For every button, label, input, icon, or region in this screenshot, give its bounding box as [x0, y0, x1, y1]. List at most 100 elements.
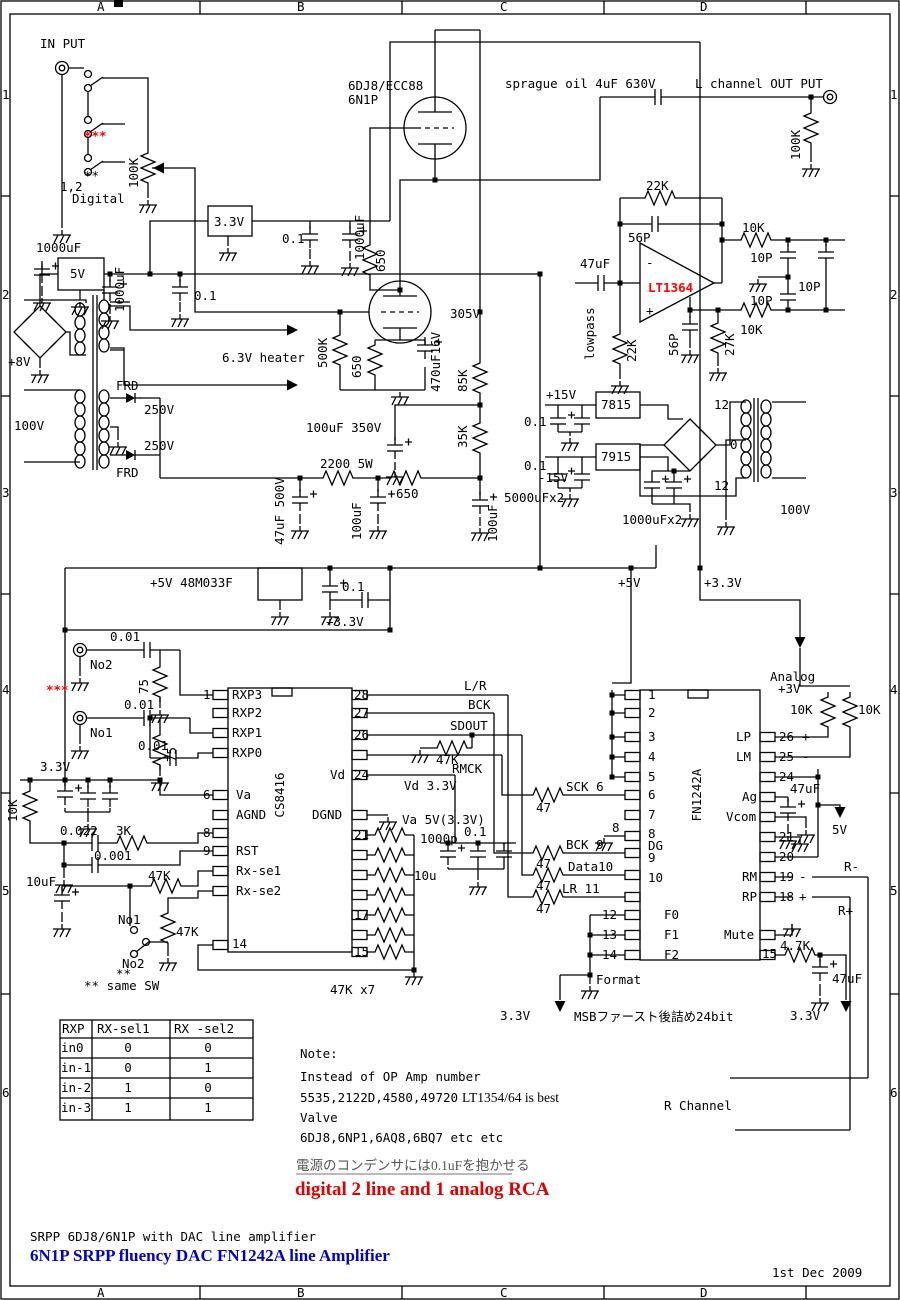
pin-num: 8: [648, 826, 656, 841]
label-analog: Analog: [770, 669, 815, 684]
cap-1000ufx2-b: [665, 473, 692, 497]
rca-input-jack: [54, 60, 70, 76]
psu-left-section: 1000uF 5V 1000uF 0.1 3.3V 0.1 1000uF +8V…: [8, 41, 700, 568]
cap-33v-a: [56, 782, 83, 806]
pin-num: 10: [648, 870, 663, 885]
pin-rxse2: Rx-se2: [236, 883, 281, 898]
label-1000uf: 1000uF: [352, 215, 367, 260]
frame-row: 2: [890, 287, 898, 302]
table-cell: 1: [124, 1100, 132, 1115]
sig-data10: Data10: [568, 859, 613, 874]
label-47: 47: [536, 856, 551, 871]
cap-33v-b: [79, 784, 97, 808]
notes-section: Note: Instead of OP Amp number 5535,2122…: [295, 1046, 559, 1200]
label-p8v: +8V: [8, 354, 31, 369]
pin-num: 6: [648, 787, 656, 802]
label-100uf350: 100uF 350V: [306, 420, 382, 435]
table-cell: in-2: [61, 1080, 91, 1095]
rca-digital-no2: [72, 642, 88, 658]
label-001: 0.01: [138, 738, 168, 753]
cap-47uf-500v: [291, 488, 318, 512]
label-no2: No2: [90, 657, 113, 672]
label-100v: 100V: [780, 502, 811, 517]
table-cell: 0: [124, 1060, 132, 1075]
frame-col: D: [700, 0, 708, 14]
note-jp: 電源のコンデンサには0.1uFを抱かせる: [296, 1157, 530, 1173]
frame-col: C: [500, 1285, 508, 1300]
label-tube-type2: 6N1P: [348, 92, 378, 107]
resistor-500k: [332, 329, 348, 371]
label-stars2: **: [116, 966, 131, 981]
pin-ag: Ag: [742, 789, 757, 804]
label-plus: +: [802, 729, 810, 744]
table-cell: in0: [61, 1040, 84, 1055]
label-10k: 10K: [858, 702, 881, 717]
label-plus: +: [799, 889, 807, 904]
frame-row: 4: [890, 682, 898, 697]
pin-agnd: AGND: [236, 807, 266, 822]
cap-01b-48m: [353, 591, 377, 609]
label-frd: FRD: [116, 378, 139, 393]
frame-col: A: [97, 1285, 105, 1300]
pin-lp: LP: [736, 729, 751, 744]
resistor-650-cathode: [367, 339, 383, 381]
pin-rm: RM: [742, 869, 757, 884]
label-47: 47: [536, 800, 551, 815]
label-12: 12: [714, 397, 729, 412]
label-75: 75: [164, 747, 179, 762]
pin-num: 15: [762, 946, 777, 961]
label-reg5: 5V: [70, 266, 86, 281]
sig-sdout: SDOUT: [450, 718, 488, 733]
srpp-tube-section: 6DJ8/ECC88 6N1P sprague oil 4uF 630V L c…: [110, 29, 838, 545]
label-47uf: 47uF: [832, 971, 862, 986]
cap-33v-c: [101, 784, 119, 808]
cap-5000uf-a: [549, 409, 576, 433]
pin-rxp2: RXP2: [232, 705, 262, 720]
pin-num: 20: [779, 849, 794, 864]
label-10u: 10u: [414, 868, 437, 883]
label-reg33: 3.3V: [214, 214, 245, 229]
note-line1: Instead of OP Amp number: [300, 1069, 481, 1084]
pin-num: 1: [203, 687, 211, 702]
cap-10u: [439, 842, 466, 866]
table-cell: 0: [204, 1080, 212, 1095]
pin-lm: LM: [736, 749, 751, 764]
pin-num: 4: [648, 749, 656, 764]
fn1242a-name: FN1242A: [689, 768, 704, 821]
label-100v: 100V: [14, 418, 45, 433]
label-1000p: 1000p: [420, 831, 458, 846]
label-4k7: 4.7K: [780, 938, 811, 953]
pin-num: 24: [779, 769, 794, 784]
table-cell: in-1: [61, 1060, 91, 1075]
psu-right-section: +15V 7815 0.1 0.1 7915 -15V 5000uFx2 12 …: [504, 387, 811, 536]
label-lowpass: lowpass: [582, 307, 597, 360]
pin-mute: Mute: [724, 927, 754, 942]
frame-col: C: [500, 0, 508, 14]
table-cell: 0: [124, 1040, 132, 1055]
label-47: 47: [536, 878, 551, 893]
label-7815: 7815: [601, 397, 631, 412]
note-line2b: LT1354/64 is best: [462, 1090, 559, 1105]
frame-row: 5: [890, 883, 898, 898]
label-500k: 500K: [315, 337, 330, 368]
frame-row: 5: [2, 883, 10, 898]
label-12: 12: [714, 478, 729, 493]
cap-56p-gnd: [681, 315, 699, 339]
label-10k: 10K: [5, 799, 20, 822]
pin-rst: RST: [236, 843, 259, 858]
label-plus: +: [646, 303, 654, 318]
rx-select-table: RXP RX-sel1 RX -sel2 in0 0 0 in-1 0 1 in…: [59, 1019, 254, 1121]
label-33v: 3.3V: [40, 759, 71, 774]
pin-num: 13: [602, 927, 617, 942]
label-p33v: +3.3V: [326, 614, 364, 629]
resistor-100k-out: [803, 107, 819, 149]
label-minus: -: [802, 749, 810, 764]
frame-col: B: [297, 1285, 305, 1300]
pin-rxp0: RXP0: [232, 745, 262, 760]
label-p15v: +15V: [546, 387, 577, 402]
label-msb: MSBファースト後詰め24bit: [574, 1009, 734, 1024]
frame-row: 2: [2, 287, 10, 302]
label-0022: 0.022: [60, 823, 98, 838]
frame-row: 3: [2, 485, 10, 500]
pin-num: 8: [203, 825, 211, 840]
